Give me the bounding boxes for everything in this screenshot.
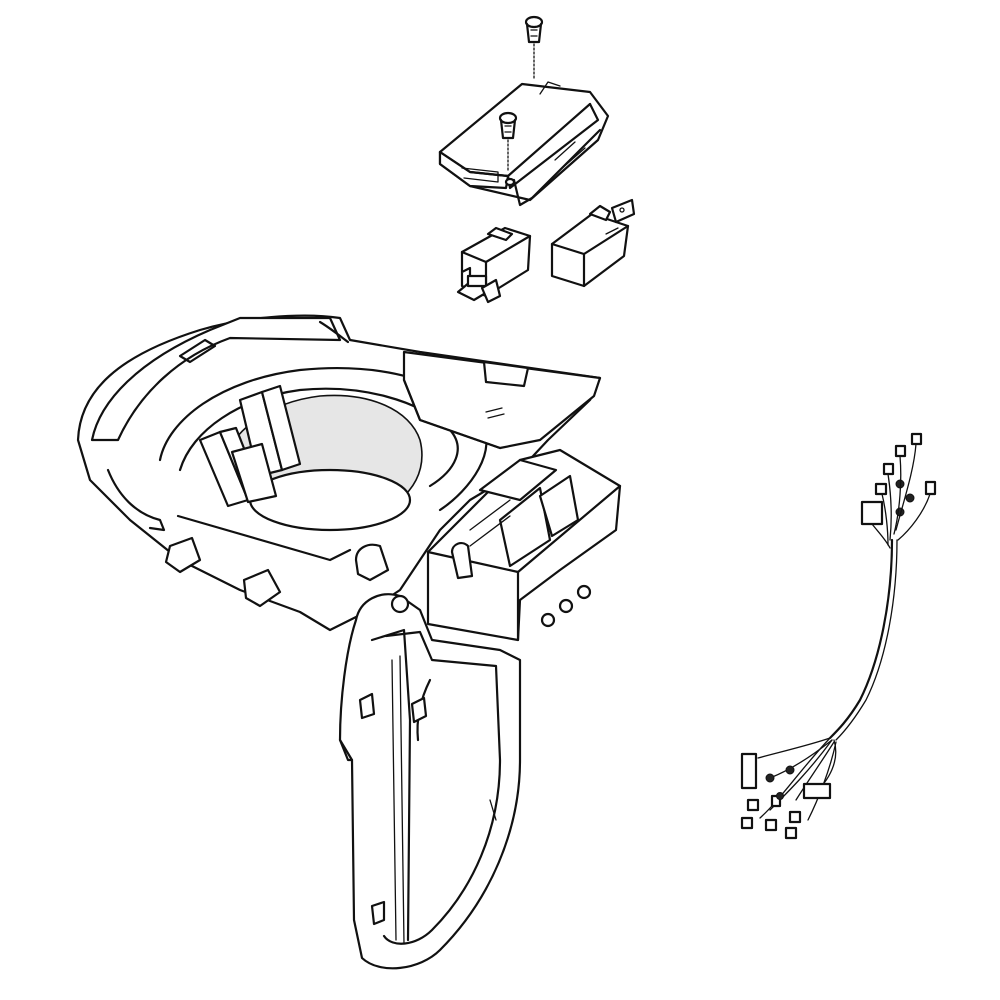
switch-mount-block bbox=[426, 448, 622, 642]
micro-switch-left bbox=[456, 226, 532, 304]
dispenser-housing-chute bbox=[76, 314, 602, 632]
dispenser-actuator-paddle bbox=[338, 593, 522, 970]
control-board-cover bbox=[438, 81, 610, 207]
wire-harness bbox=[740, 432, 937, 840]
screw-top bbox=[524, 15, 544, 81]
micro-switch-right bbox=[550, 198, 636, 288]
screw-board bbox=[498, 111, 518, 173]
